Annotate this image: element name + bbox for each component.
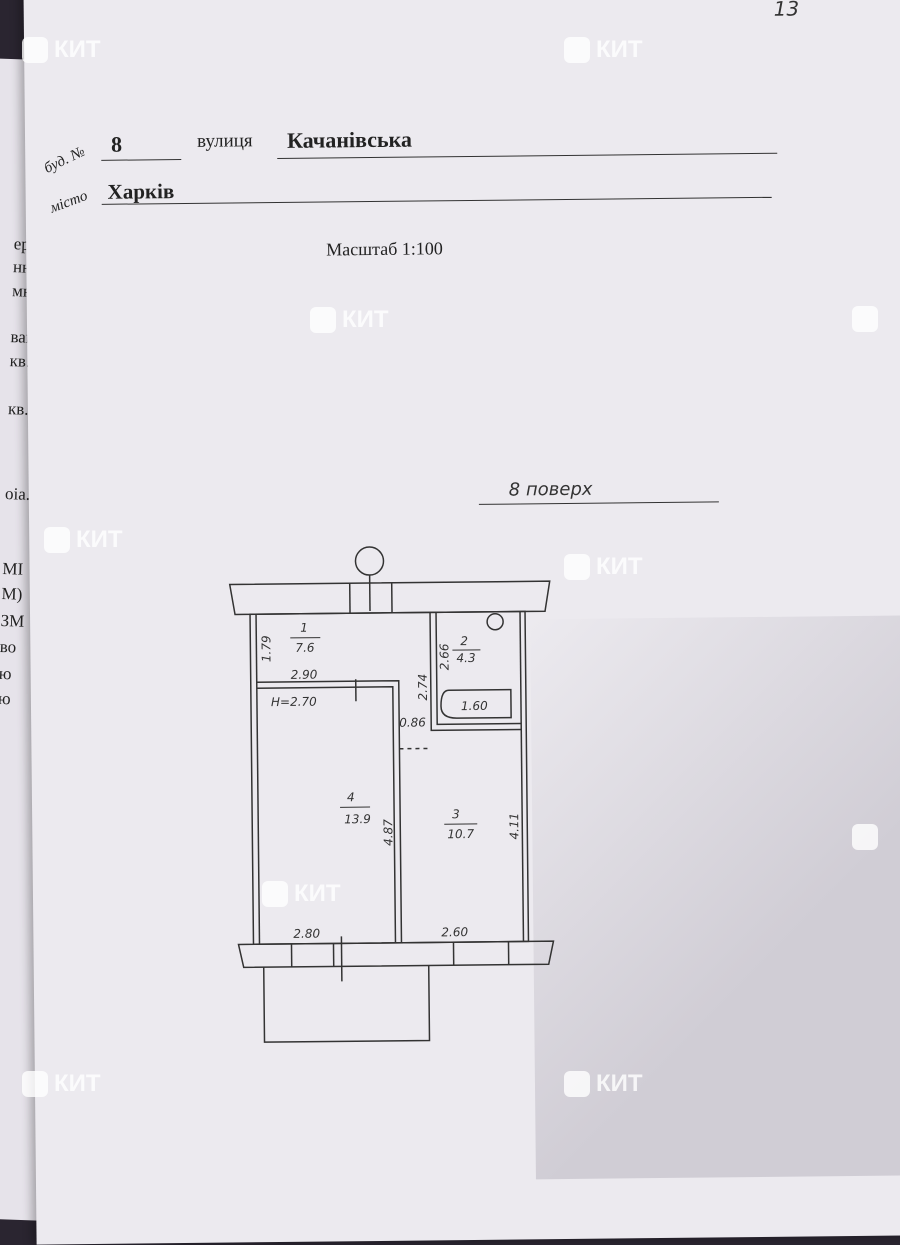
watermark-logo: КИТ [564,36,643,64]
watermark-text: КИТ [342,306,389,334]
building-value: 8 [111,132,122,158]
entrance-marker [355,547,383,575]
scale-label: Масштаб 1:100 [326,238,443,260]
city-label: місто [48,188,90,218]
fragment: оіа. [5,484,31,505]
fragment: ЗМ [0,611,24,632]
watermark-logo [852,306,878,332]
floor-label: 8 поверх [509,479,593,501]
watermark-text: КИТ [76,526,123,554]
fragment: МІ [2,559,23,580]
fragment: ю [0,664,12,684]
dim-0-86: 0.86 [399,715,426,729]
kit-logo-icon [22,1071,48,1097]
watermark-logo: КИТ [564,1070,643,1098]
watermark-logo: КИТ [22,1070,101,1098]
building-label: буд. № [42,144,88,178]
floor-plan: 1 7.6 2 4.3 3 10.7 4 13.9 1.79 2.90 2.74… [219,539,564,1053]
room-1-number: 1 [300,621,308,635]
kit-logo-icon [564,37,590,63]
room-3-area: 10.7 [447,827,474,841]
kit-logo-icon [852,306,878,332]
city-value: Харків [107,179,174,205]
watermark-logo: КИТ [564,553,643,581]
room-2-number: 2 [460,634,468,648]
dim-2-90: 2.90 [291,668,318,682]
street-value: Качанівська [287,127,412,154]
dim-4-87: 4.87 [381,819,395,846]
kit-logo-icon [852,824,878,850]
watermark-text: КИТ [294,880,341,908]
fragment: ю [0,689,11,709]
watermark-text: КИТ [596,36,643,64]
kit-logo-icon [22,37,48,63]
watermark-text: КИТ [596,1070,643,1098]
watermark-logo: КИТ [262,880,341,908]
dim-2-66: 2.66 [437,643,451,670]
watermark-logo: КИТ [310,306,389,334]
room-4-number: 4 [347,790,355,804]
street-label: вулиця [197,130,253,153]
page-number: 13 [774,0,800,21]
dim-4-11: 4.11 [507,813,521,840]
watermark-text: КИТ [54,36,101,64]
watermark-logo: КИТ [44,526,123,554]
kit-logo-icon [564,1071,590,1097]
kit-logo-icon [44,527,70,553]
dim-2-74: 2.74 [416,674,430,701]
fragment: во [0,637,16,658]
watermark-logo [852,824,878,850]
dim-1-79: 1.79 [259,635,273,662]
watermark-logo: КИТ [22,36,101,64]
dim-2-60: 2.60 [441,925,468,939]
dim-2-80: 2.80 [293,927,320,941]
ceiling-height: H=2.70 [271,695,317,709]
fragment: М) [1,584,22,605]
watermark-text: КИТ [596,553,643,581]
kit-logo-icon [564,554,590,580]
document-page: 13 буд. № 8 вулиця Качанівська місто Хар… [23,0,900,1245]
room-1-area: 7.6 [295,641,315,655]
kit-logo-icon [310,307,336,333]
room-4-area: 13.9 [344,812,371,826]
room-3-number: 3 [452,807,460,821]
dim-1-60: 1.60 [461,699,488,713]
kit-logo-icon [262,881,288,907]
room-2-area: 4.3 [456,651,475,665]
watermark-text: КИТ [54,1070,101,1098]
